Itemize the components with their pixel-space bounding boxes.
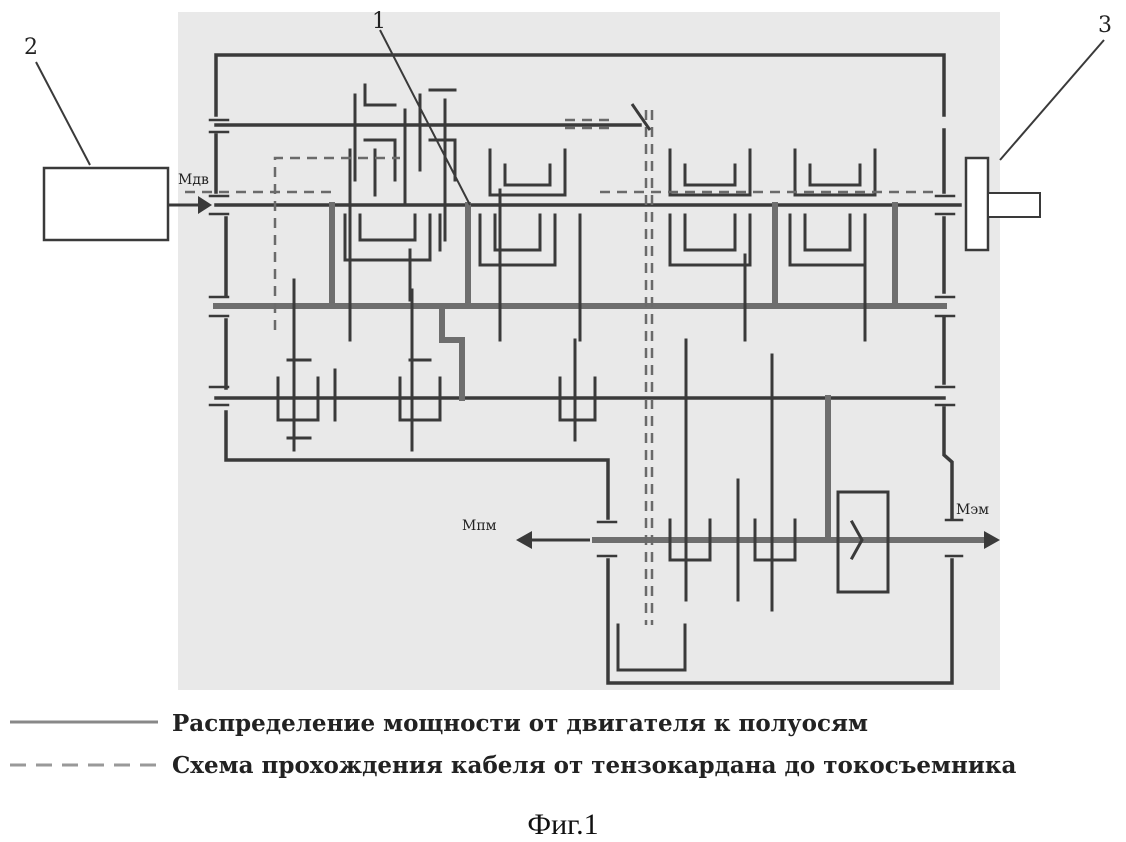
callout-leader-2 xyxy=(36,62,90,165)
legend-dashed-label: Схема прохождения кабеля от тензокардана… xyxy=(172,752,1016,779)
callout-leader-3 xyxy=(1000,40,1104,160)
legend-solid-label: Распределение мощности от двигателя к по… xyxy=(172,710,868,737)
slip-ring-unit xyxy=(966,158,988,250)
figure-caption: Фиг.1 xyxy=(0,808,1126,842)
callout-1: 1 xyxy=(372,9,386,34)
torque-label-output-right: Мэм xyxy=(956,502,989,518)
callout-3: 3 xyxy=(1098,13,1112,38)
slip-ring-shaft xyxy=(988,193,1040,217)
torque-label-output-left: Мпм xyxy=(462,518,497,534)
torque-label-engine: Мдв xyxy=(178,172,209,188)
callout-2: 2 xyxy=(24,35,38,60)
engine-block xyxy=(44,168,168,240)
drawing-background xyxy=(178,12,1000,690)
